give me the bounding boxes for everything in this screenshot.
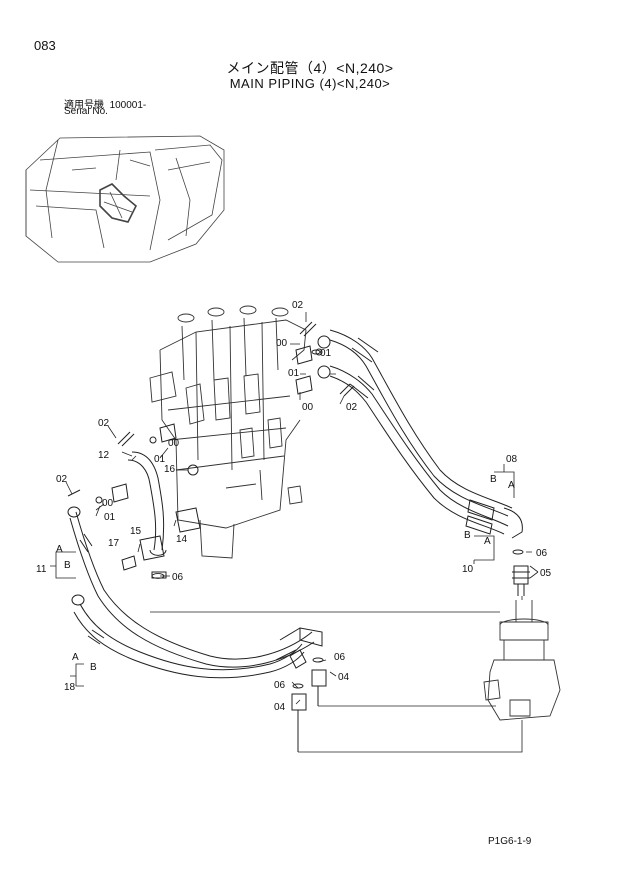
page-title-en: MAIN PIPING (4)<N,240> [229, 76, 391, 91]
hose-12 [127, 451, 167, 556]
callout-06d: 06 [274, 680, 286, 691]
machine-overview-thumbnail [25, 135, 225, 263]
callout-02c: 02 [98, 418, 110, 429]
callout-01b: 01 [288, 368, 300, 379]
callout-00b: 00 [302, 402, 314, 413]
callout-11-B: B [64, 560, 71, 571]
fittings-05 [512, 565, 530, 596]
hose-08-10-assembly [317, 329, 523, 539]
flange-clamps [67, 321, 355, 504]
callout-00a: 00 [276, 338, 288, 349]
swing-joint [483, 600, 561, 721]
callout-15: 15 [130, 526, 142, 537]
callout-16: 16 [164, 464, 176, 475]
callout-10-B: B [464, 530, 471, 541]
callout-08-A: A [508, 480, 515, 491]
serial-label-jp-text: 適用号機 [64, 100, 104, 111]
callout-01d: 01 [104, 512, 116, 523]
callout-18: 18 [64, 682, 76, 693]
callout-labels: 02 00 01 01 00 02 02 12 01 16 00 02 01 0… [36, 300, 552, 713]
callout-04b: 04 [274, 702, 286, 713]
callout-01c: 01 [154, 454, 166, 465]
callout-00c: 00 [168, 438, 180, 449]
callout-14: 14 [176, 534, 188, 545]
callout-01a: 01 [320, 348, 332, 359]
callout-08-B: B [490, 474, 497, 485]
callout-10-A: A [484, 536, 491, 547]
callout-04a: 04 [338, 672, 350, 683]
fittings-04 [291, 669, 327, 752]
callout-06b: 06 [536, 548, 548, 559]
page-title-jp: メイン配管（4）<N,240> [226, 60, 394, 76]
callout-12: 12 [98, 450, 110, 461]
callout-08: 08 [506, 454, 518, 465]
callout-05: 05 [540, 568, 552, 579]
serial-label-en: Serial No. [64, 106, 108, 117]
callout-11-A: A [56, 544, 63, 555]
callout-10: 10 [462, 564, 474, 575]
callout-18-B: B [90, 662, 97, 673]
callout-18-A: A [72, 652, 79, 663]
callout-00d: 00 [102, 498, 114, 509]
page-number: 083 [34, 38, 56, 53]
hose-11-18-assembly [67, 506, 323, 679]
serial-value: 100001- [109, 100, 147, 111]
control-valve-block [149, 305, 307, 559]
brackets-14-15 [121, 507, 201, 579]
serial-label-jp: 適用号機 100001- [64, 96, 146, 111]
callout-11: 11 [36, 564, 47, 575]
callout-17: 17 [108, 538, 120, 549]
routing-lines [150, 596, 523, 753]
callout-06a: 06 [172, 572, 184, 583]
callout-06c: 06 [334, 652, 346, 663]
callout-02a: 02 [292, 300, 304, 311]
callout-02d: 02 [56, 474, 68, 485]
o-rings [151, 349, 524, 689]
callout-02b: 02 [346, 402, 358, 413]
footer-code: P1G6-1-9 [488, 836, 532, 847]
